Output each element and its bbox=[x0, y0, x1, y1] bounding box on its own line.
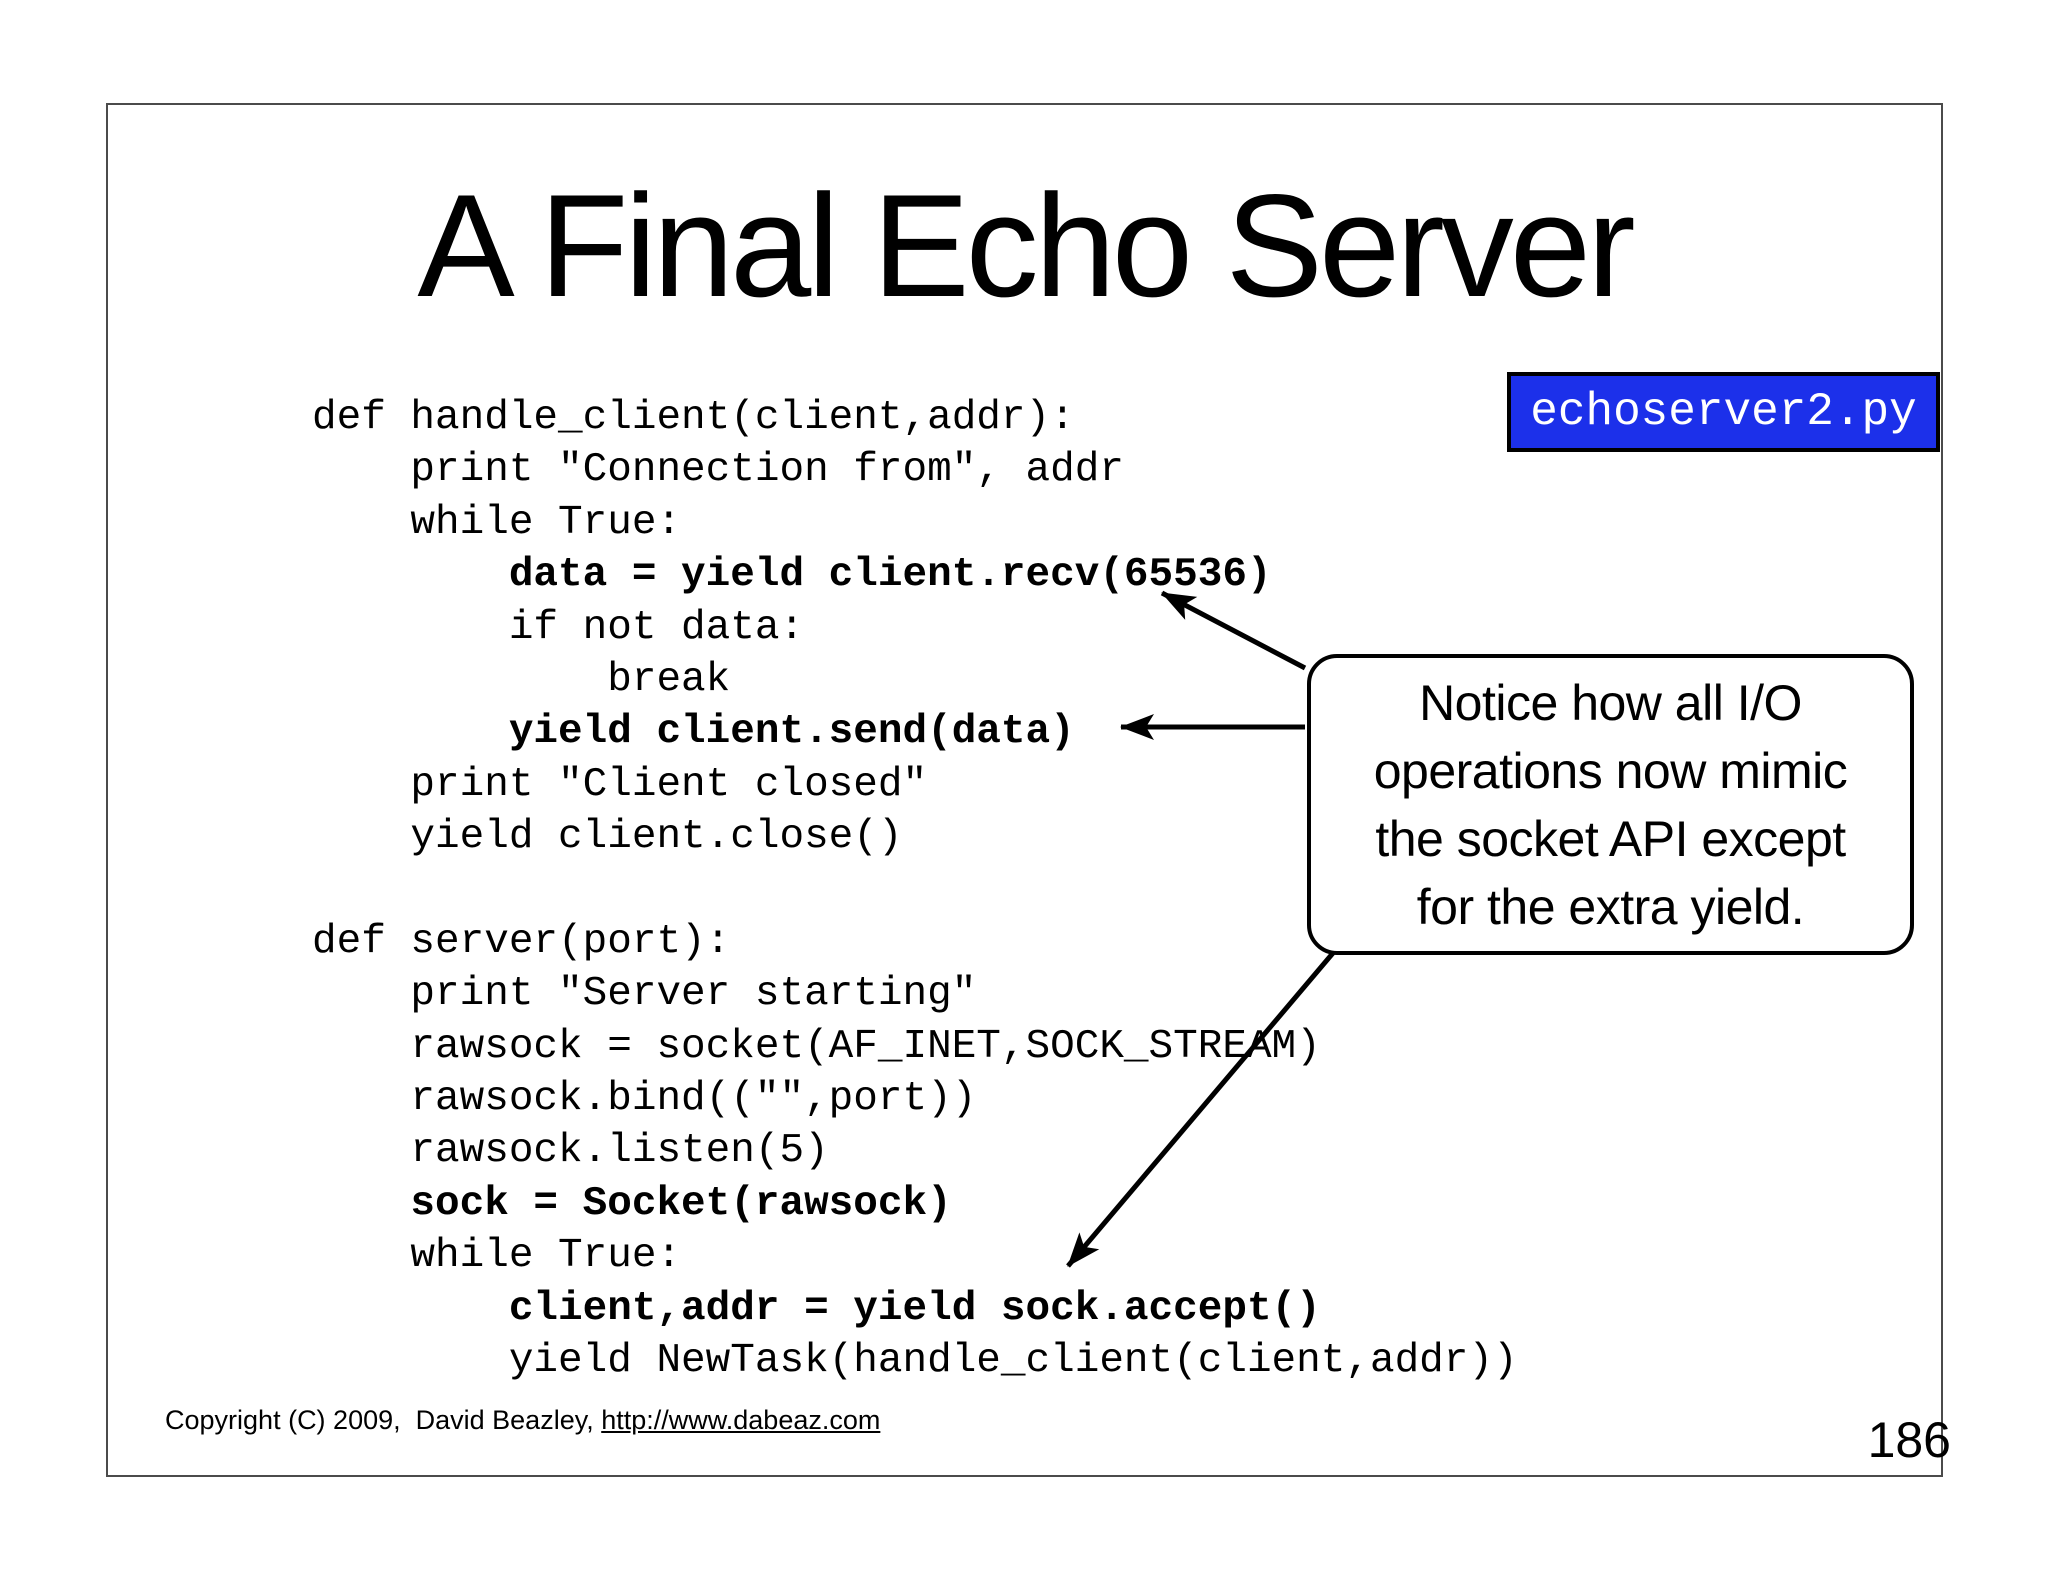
code-line: def handle_client(client,addr): bbox=[312, 395, 1075, 441]
code-line: sock = Socket(rawsock) bbox=[312, 1180, 952, 1227]
code-line: rawsock.bind(("",port)) bbox=[312, 1076, 977, 1123]
callout-text: Notice how all I/O operations now mimic … bbox=[1373, 674, 1848, 935]
slide: A Final Echo Server def handle_client(cl… bbox=[106, 103, 1951, 1477]
code-line: while True: bbox=[312, 499, 682, 546]
code-line: print "Server starting" bbox=[312, 971, 977, 1018]
code-line: rawsock = socket(AF_INET,SOCK_STREAM) bbox=[312, 1023, 1321, 1070]
slide-title: A Final Echo Server bbox=[417, 164, 1635, 327]
copyright-prefix: Copyright (C) 2009, David Beazley, bbox=[165, 1405, 602, 1436]
code-line: print "Connection from", addr bbox=[312, 447, 1124, 494]
code-line: rawsock.listen(5) bbox=[312, 1128, 829, 1175]
code-line: print "Client closed" bbox=[312, 761, 928, 808]
code-line: yield client.close() bbox=[312, 814, 903, 861]
code-line: data = yield client.recv(65536) bbox=[312, 552, 1272, 599]
page-number: 186 bbox=[1867, 1412, 1951, 1468]
code-line: yield NewTask(handle_client(client,addr)… bbox=[312, 1338, 1518, 1385]
callout-bubble: Notice how all I/O operations now mimic … bbox=[1307, 654, 1914, 955]
code-block: def handle_client(client,addr): print "C… bbox=[312, 392, 1518, 1387]
copyright-text: Copyright (C) 2009, David Beazley, http:… bbox=[120, 1372, 880, 1469]
filename-label: echoserver2.py bbox=[1507, 372, 1940, 452]
code-line: while True: bbox=[312, 1233, 682, 1280]
code-line: break bbox=[312, 656, 731, 703]
copyright-link[interactable]: http://www.dabeaz.com bbox=[601, 1405, 881, 1436]
filename-label-text: echoserver2.py bbox=[1530, 386, 1917, 438]
code-line: yield client.send(data) bbox=[312, 709, 1075, 756]
code-line: if not data: bbox=[312, 604, 805, 651]
code-line: def server(port): bbox=[312, 918, 731, 965]
code-line: client,addr = yield sock.accept() bbox=[312, 1285, 1321, 1332]
